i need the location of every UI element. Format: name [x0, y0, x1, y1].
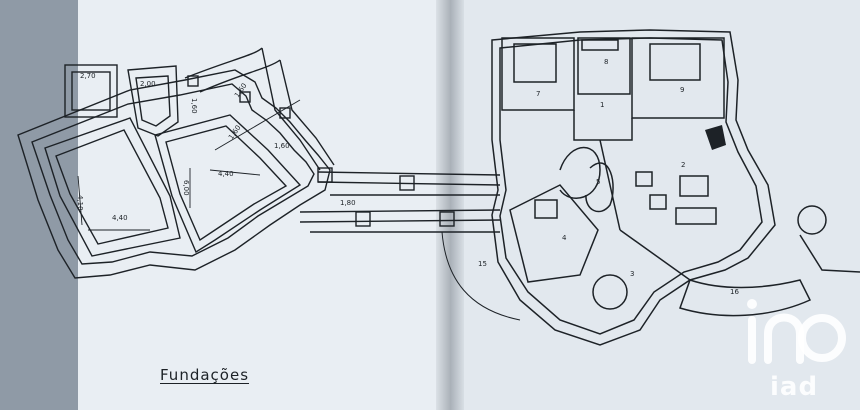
- left-room-a-inner: [71, 71, 111, 111]
- dim-440b: 4,40: [218, 170, 234, 178]
- lower-connector-outer: [299, 209, 501, 213]
- kitchen-4: [509, 184, 599, 283]
- node-1: [317, 167, 333, 183]
- room-3: 3: [630, 270, 634, 278]
- plan-title: Fundações: [160, 366, 250, 384]
- bath-tub: [581, 39, 619, 51]
- dim-160d: 1,60: [274, 142, 290, 150]
- room-7: 7: [536, 90, 540, 98]
- curved-corridor-inner: [199, 59, 281, 93]
- watermark-text: iad: [770, 372, 819, 402]
- armchair-2: [649, 194, 667, 210]
- sofa-1: [679, 175, 709, 197]
- room-5-curve: [585, 162, 614, 213]
- dining-table: [592, 274, 628, 310]
- bedroom-9: [631, 37, 725, 119]
- dim-160a: 1,60: [190, 98, 198, 114]
- iad-logo-icon: [747, 299, 846, 364]
- bath-8: [577, 37, 631, 95]
- lower-connector-inner: [299, 219, 501, 223]
- left-cell-large: [44, 117, 181, 257]
- curved-corridor-side: [261, 47, 321, 171]
- spiral-stair: [559, 146, 601, 199]
- left-room-b-inner: [135, 75, 171, 127]
- room-16: 16: [730, 288, 739, 296]
- dim-line-4: [77, 175, 83, 226]
- armchair-1: [635, 171, 653, 187]
- room-15: 15: [478, 260, 487, 268]
- left-room-b: [127, 65, 179, 137]
- room-4: 4: [562, 234, 567, 242]
- left-cell-right: [154, 114, 302, 254]
- room-labels: 1 2 3 4 5 7 8 9 15 16: [478, 58, 739, 296]
- left-room-a: [64, 64, 118, 118]
- bed-right: [649, 43, 701, 81]
- terrace-16: [679, 279, 812, 317]
- node-3: [355, 211, 371, 227]
- curved-corridor-outer: [184, 47, 263, 79]
- hatched-column: [705, 125, 726, 150]
- dim-line-2: [209, 169, 261, 176]
- left-foundation-lines: [17, 47, 501, 279]
- kitchen-island: [534, 199, 558, 219]
- dim-410: 4,10: [76, 195, 84, 211]
- bedroom-7: [501, 37, 575, 111]
- foundation-inner-left: [31, 83, 315, 265]
- upper-connector-outer: [317, 171, 501, 176]
- dim-180: 1,80: [340, 199, 356, 207]
- room-5: 5: [596, 178, 600, 186]
- stair-fan: [799, 234, 860, 273]
- upper-connector-inner: [317, 181, 501, 186]
- right-house-lines: [441, 29, 860, 346]
- dim-440a: 4,40: [112, 214, 128, 222]
- left-cell-large-inner: [55, 129, 169, 245]
- room-2: 2: [681, 161, 685, 169]
- dim-600: 6,00: [182, 180, 190, 196]
- room-1: 1: [600, 101, 604, 109]
- book-spine: [436, 0, 464, 410]
- dim-200: 2,00: [140, 80, 156, 88]
- sofa-2: [675, 207, 717, 225]
- curved-corridor-side-2: [279, 59, 335, 166]
- node-2: [399, 175, 415, 191]
- bed-left: [513, 43, 557, 83]
- house-outline-inner: [499, 37, 763, 335]
- hatched-block: [705, 125, 726, 150]
- house-outline: [491, 29, 776, 346]
- node-5: [239, 91, 251, 103]
- partition-2: [599, 139, 621, 231]
- room-15-arc: [441, 231, 521, 321]
- partition-1: [573, 110, 633, 141]
- partition-3: [619, 229, 691, 281]
- dim-line-1: [214, 99, 301, 151]
- node-7: [187, 75, 199, 87]
- node-6: [279, 107, 291, 119]
- round-stair: [797, 205, 827, 235]
- dim-270: 2,70: [80, 72, 96, 80]
- room-8: 8: [604, 58, 608, 66]
- room-9: 9: [680, 86, 684, 94]
- node-4: [439, 211, 455, 227]
- foundation-outer-left: [17, 69, 331, 279]
